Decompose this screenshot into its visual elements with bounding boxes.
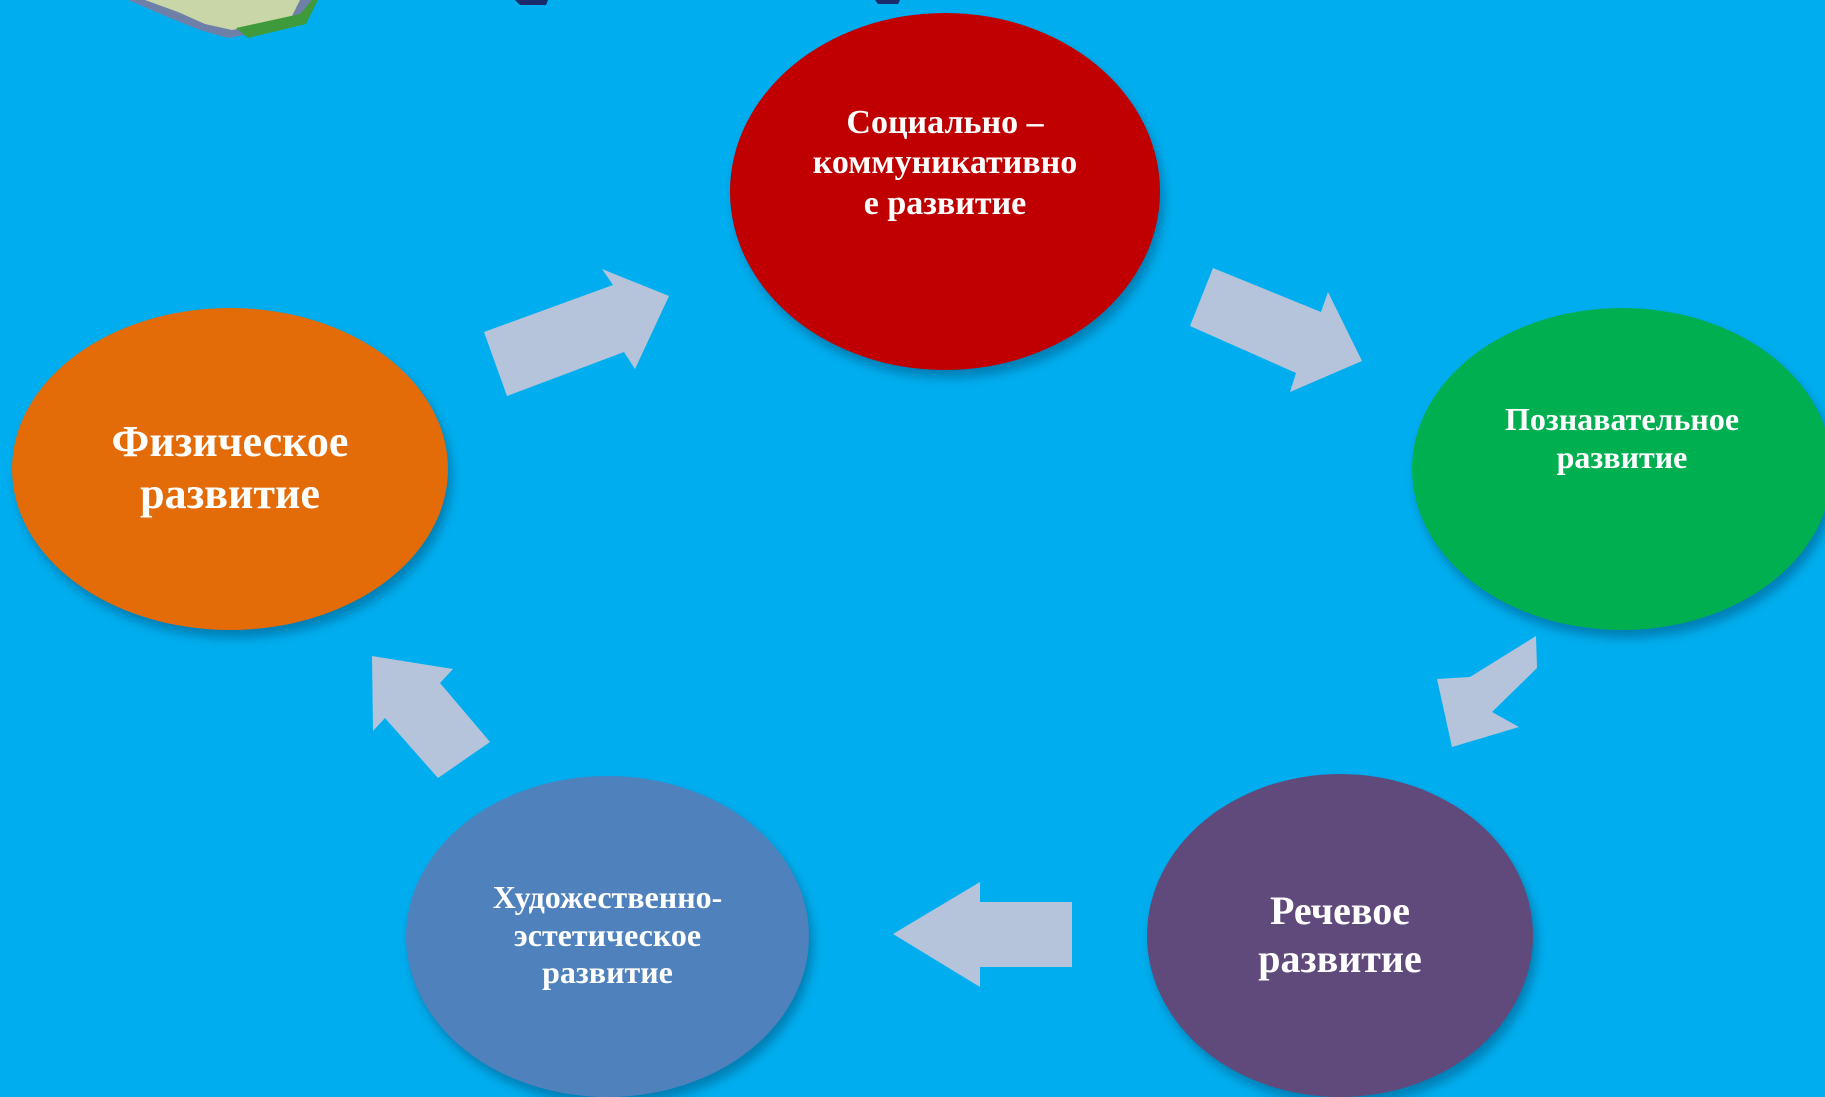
arrow-speech-to-art — [893, 882, 1072, 987]
node-physical: Физическое развитие — [12, 308, 448, 630]
node-social-communicative: Социально – коммуникативно е развитие — [730, 13, 1160, 370]
arrow-cognitive-to-speech — [1437, 636, 1537, 747]
node-label-art: Художественно- эстетическое развитие — [492, 878, 723, 991]
node-speech: Речевое развитие — [1147, 774, 1533, 1097]
node-label-physical: Физическое развитие — [111, 417, 349, 518]
node-cognitive: Познавательное развитие — [1412, 308, 1825, 630]
node-label-social: Социально – коммуникативно е развитие — [812, 104, 1078, 222]
book-logo-icon — [128, 0, 318, 38]
arrow-social-to-cognitive — [1190, 268, 1362, 392]
node-artistic-aesthetic: Художественно- эстетическое развитие — [406, 776, 809, 1097]
arrow-physical-to-social — [484, 269, 669, 396]
node-label-speech: Речевое развитие — [1258, 888, 1422, 981]
title-fragment-icon — [515, 0, 900, 5]
arrow-art-to-physical — [372, 656, 490, 778]
node-label-cognitive: Познавательное развитие — [1504, 401, 1740, 475]
